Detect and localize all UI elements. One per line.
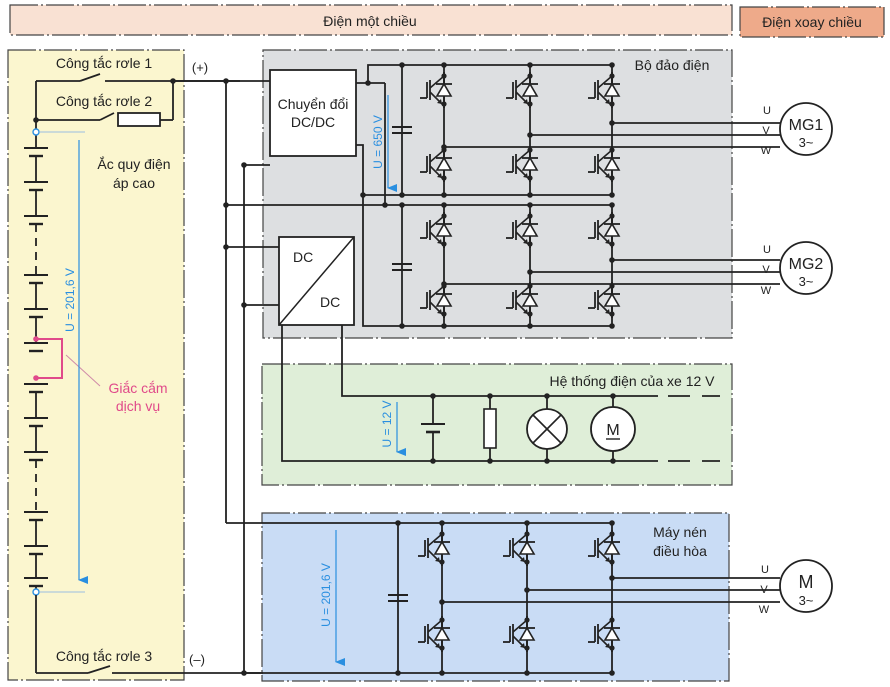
relay1-switch bbox=[79, 73, 101, 82]
relay3-circuit bbox=[35, 595, 263, 674]
junction-dot bbox=[524, 670, 530, 676]
battery-negative-terminal bbox=[32, 588, 40, 596]
junction-dot bbox=[524, 520, 530, 526]
service-plug bbox=[33, 336, 101, 387]
junction-dot bbox=[609, 575, 615, 581]
inverter-title: Bộ đảo điện bbox=[635, 57, 710, 73]
dc-dc-12v-converter: DC DC bbox=[278, 236, 355, 326]
junction-dot bbox=[609, 323, 615, 329]
junction-dot bbox=[439, 599, 445, 605]
junction-dot bbox=[609, 520, 615, 526]
mg2-v-label: V bbox=[762, 264, 770, 276]
dcdc-bottom-label: DC bbox=[320, 294, 340, 310]
system12v-battery-icon bbox=[421, 423, 445, 434]
compressor-zone bbox=[261, 512, 730, 682]
junction-dot bbox=[609, 202, 615, 208]
compressor-motor-name: M bbox=[799, 572, 814, 592]
service-plug-label-line2: dịch vụ bbox=[116, 398, 160, 414]
compressor-motor-phase: 3~ bbox=[799, 593, 814, 608]
dc-motor-label: M bbox=[606, 422, 619, 439]
load-resistor-icon bbox=[483, 408, 497, 449]
battery-title-line1: Ắc quy điện bbox=[97, 155, 170, 172]
dcdc-top-label: DC bbox=[293, 249, 313, 265]
compressor-igbt-bridges bbox=[417, 520, 780, 676]
mg1-v-label: V bbox=[762, 125, 770, 137]
negative-terminal-label: (–) bbox=[189, 652, 205, 667]
battery-positive-terminal bbox=[32, 128, 40, 136]
mg2-phase: 3~ bbox=[799, 274, 814, 289]
junction-dot bbox=[609, 62, 615, 68]
relay1-label: Công tắc rơle 1 bbox=[56, 55, 153, 71]
motor-mg2: MG2 3~ U V W bbox=[761, 241, 833, 297]
mg2-name: MG2 bbox=[789, 256, 824, 273]
junction-dot bbox=[441, 144, 447, 150]
junction-dot bbox=[527, 269, 533, 275]
system12v-title: Hệ thống điện của xe 12 V bbox=[549, 373, 715, 389]
motor-mg1: MG1 3~ U V W bbox=[761, 102, 833, 157]
junction-dot bbox=[527, 323, 533, 329]
inverter-igbt-bridges bbox=[419, 62, 780, 329]
junction-dot bbox=[527, 62, 533, 68]
m-v-label: V bbox=[760, 584, 768, 596]
dc-motor-icon: M bbox=[590, 406, 636, 452]
dc-header-label: Điện một chiều bbox=[323, 13, 416, 29]
battery-title-line2: áp cao bbox=[113, 175, 155, 191]
system12v-voltage-label: U = 12 V bbox=[380, 400, 394, 447]
ac-header-label: Điện xoay chiều bbox=[762, 14, 862, 30]
junction-dot bbox=[439, 670, 445, 676]
junction-dot bbox=[609, 257, 615, 263]
converter-label-line2: DC/DC bbox=[291, 114, 335, 130]
junction-dot bbox=[441, 202, 447, 208]
ac-header-band: Điện xoay chiều bbox=[739, 6, 885, 38]
motor-compressor: M 3~ U V W bbox=[759, 559, 833, 616]
junction-dot bbox=[441, 281, 447, 287]
inverter-wiring bbox=[356, 64, 612, 327]
relay3-label: Công tắc rơle 3 bbox=[56, 648, 153, 664]
converter-label-line1: Chuyển đổi bbox=[278, 96, 349, 112]
junction-dot bbox=[527, 192, 533, 198]
junction-dot bbox=[441, 323, 447, 329]
system12v-zone bbox=[261, 363, 733, 486]
junction-dot bbox=[609, 120, 615, 126]
main-bus-wiring bbox=[173, 80, 612, 674]
junction-dot bbox=[609, 670, 615, 676]
compressor-voltage-label: U = 201,6 V bbox=[319, 563, 333, 627]
positive-terminal-label: (+) bbox=[192, 60, 208, 75]
mg1-u-label: U bbox=[763, 105, 771, 117]
dcdc-converter-box: Chuyển đổi DC/DC bbox=[269, 69, 357, 157]
mg1-phase: 3~ bbox=[799, 135, 814, 150]
mg2-w-label: W bbox=[761, 285, 772, 297]
compressor-wiring bbox=[397, 522, 612, 673]
dc-header-band: Điện một chiều bbox=[9, 4, 733, 36]
relay2-switch bbox=[99, 112, 115, 121]
mg1-w-label: W bbox=[761, 145, 772, 157]
junction-dot bbox=[609, 192, 615, 198]
battery-voltage-label: U = 201,6 V bbox=[63, 268, 77, 332]
m-w-label: W bbox=[759, 604, 770, 616]
relay2-label: Công tắc rơle 2 bbox=[56, 93, 153, 109]
mg1-name: MG1 bbox=[789, 117, 824, 134]
lamp-icon bbox=[526, 408, 568, 450]
inverter-voltage-label: U = 650 V bbox=[371, 115, 385, 169]
service-plug-label-line1: Giắc cắm bbox=[108, 380, 167, 396]
junction-dot bbox=[527, 132, 533, 138]
mg2-u-label: U bbox=[763, 244, 771, 256]
compressor-title-line1: Máy nén bbox=[653, 524, 707, 540]
junction-dot bbox=[441, 62, 447, 68]
junction-dot bbox=[527, 202, 533, 208]
junction-dot bbox=[441, 192, 447, 198]
compressor-title-line2: điều hòa bbox=[653, 543, 707, 559]
m-u-label: U bbox=[761, 564, 769, 576]
junction-dot bbox=[524, 587, 530, 593]
junction-dot bbox=[439, 520, 445, 526]
